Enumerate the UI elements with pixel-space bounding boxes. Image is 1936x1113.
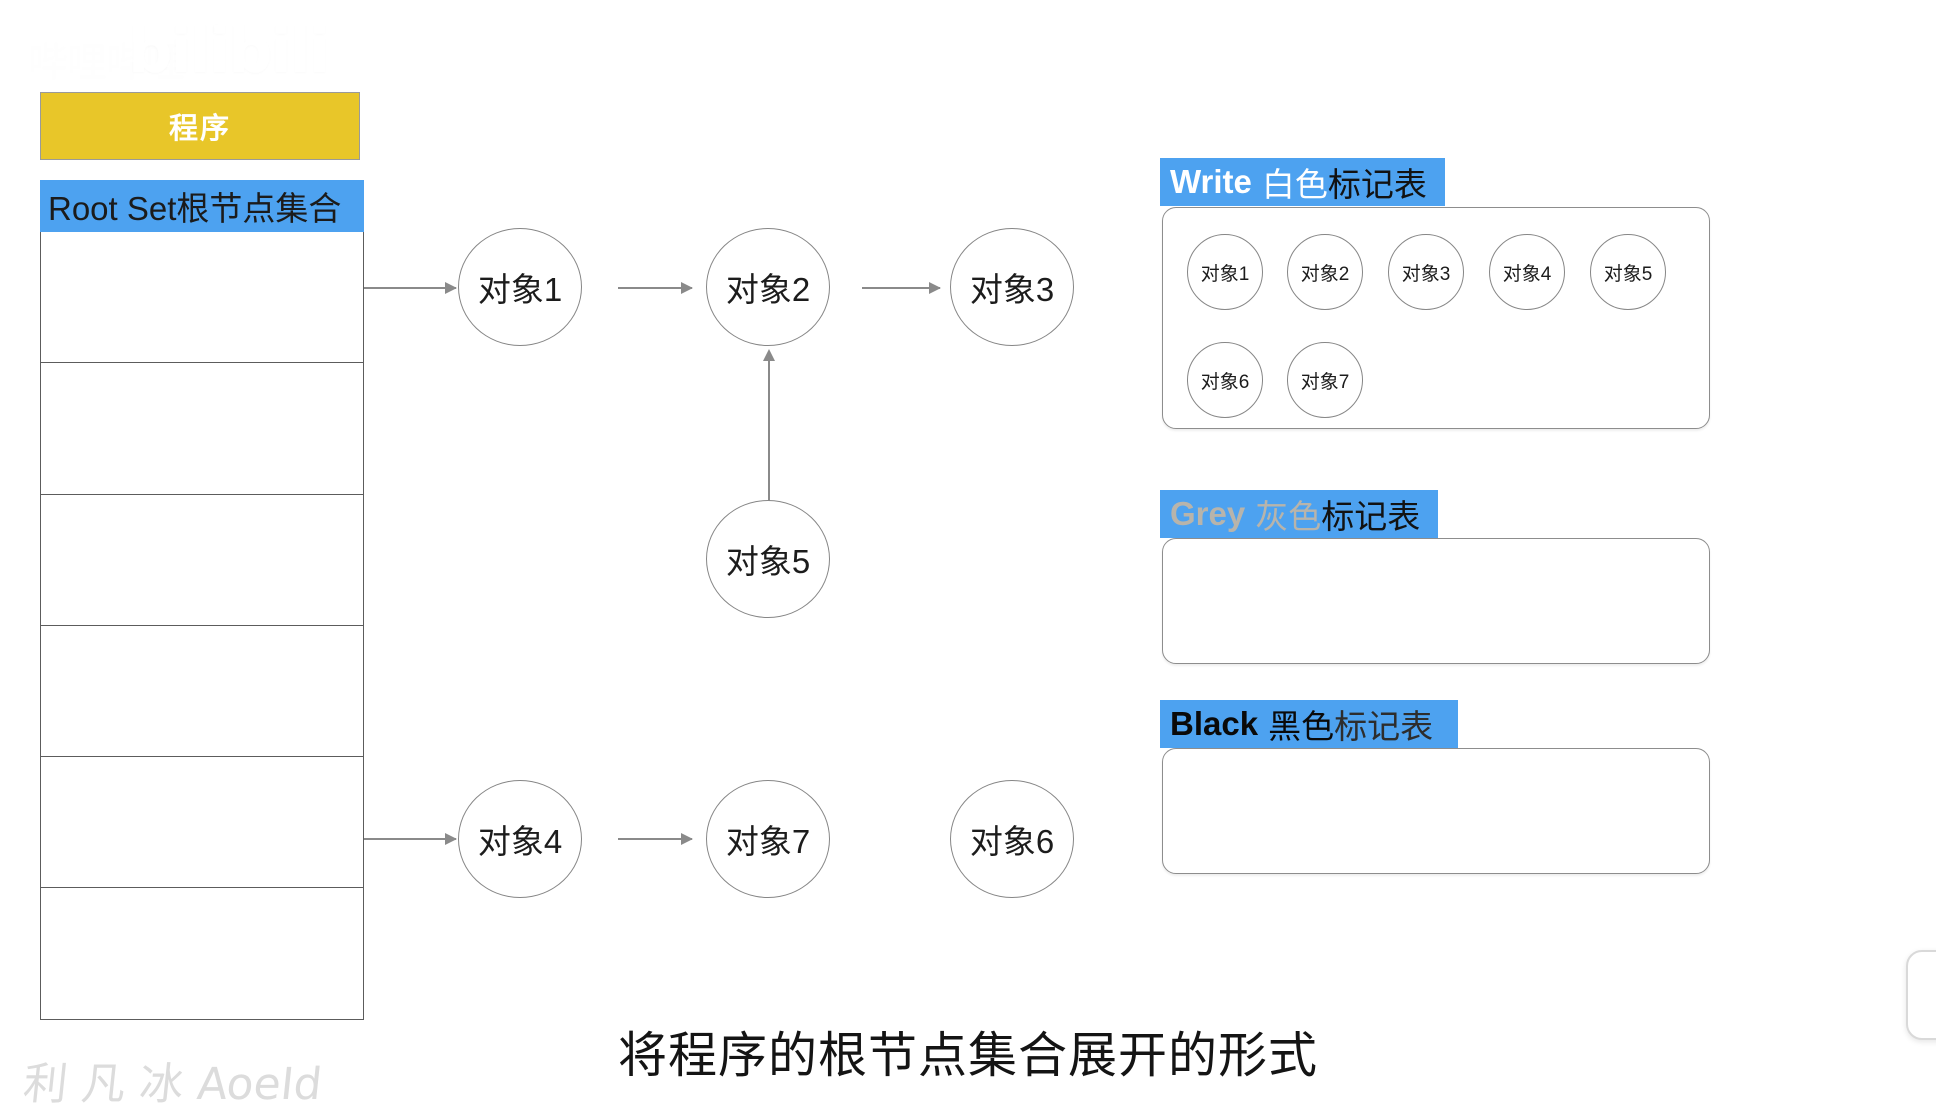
white-chip-obj5[interactable]: 对象5 <box>1590 234 1666 310</box>
white-chip-obj2[interactable]: 对象2 <box>1287 234 1363 310</box>
root-set-table: Root Set根节点集合 <box>40 180 364 1020</box>
black-title-color-zh: 黑色 <box>1268 708 1335 745</box>
grey-title-en: Grey <box>1170 495 1246 532</box>
graph-node-obj3[interactable]: 对象3 <box>950 228 1074 346</box>
graph-node-label: 对象6 <box>969 823 1055 860</box>
black-title-en: Black <box>1170 705 1259 742</box>
white-chip-obj6[interactable]: 对象6 <box>1187 342 1263 418</box>
graph-node-obj5[interactable]: 对象5 <box>706 500 830 618</box>
program-label: 程序 <box>168 113 231 145</box>
white-title-en: Write <box>1170 163 1252 200</box>
root-set-rows <box>40 232 364 1020</box>
graph-node-label: 对象5 <box>725 543 811 580</box>
graph-node-obj7[interactable]: 对象7 <box>706 780 830 898</box>
edge-rootset-to-obj4 <box>364 833 457 845</box>
program-box: 程序 <box>40 92 360 160</box>
graph-node-label: 对象7 <box>725 823 811 860</box>
root-set-header: Root Set根节点集合 <box>40 180 364 232</box>
graph-node-label: 对象1 <box>477 271 563 308</box>
graph-node-obj6[interactable]: 对象6 <box>950 780 1074 898</box>
bilibili-watermark-sub: 哔哩哔哩 <box>28 40 185 86</box>
white-chip-obj7[interactable]: 对象7 <box>1287 342 1363 418</box>
white-chip-obj4[interactable]: 对象4 <box>1489 234 1565 310</box>
bilibili-watermark-logo: 哔哩哔哩 bilibili <box>18 8 330 87</box>
black-mark-table-box <box>1162 748 1710 874</box>
graph-node-label: 对象2 <box>725 271 811 308</box>
white-mark-table-box: 对象1 对象2 对象3 对象4 对象5 对象6 对象7 <box>1162 207 1710 429</box>
graph-node-label: 对象3 <box>969 271 1055 308</box>
table-row <box>41 495 363 626</box>
white-title-rest-zh: 标记表 <box>1327 166 1427 203</box>
grey-title-rest-zh: 标记表 <box>1321 498 1421 535</box>
white-chip-obj3[interactable]: 对象3 <box>1388 234 1464 310</box>
black-title-rest-zh: 标记表 <box>1334 708 1434 745</box>
edge-obj2-to-obj3 <box>862 282 941 294</box>
chip-label: 对象5 <box>1603 263 1653 285</box>
white-chip-obj1[interactable]: 对象1 <box>1187 234 1263 310</box>
chip-label: 对象6 <box>1200 371 1250 393</box>
offscreen-card <box>1906 950 1936 1040</box>
table-row <box>41 232 363 364</box>
grey-title-color-zh: 灰色 <box>1255 498 1322 535</box>
graph-node-obj1[interactable]: 对象1 <box>458 228 582 346</box>
graph-node-obj2[interactable]: 对象2 <box>706 228 830 346</box>
edge-obj5-to-obj2 <box>763 349 775 512</box>
caption: 将程序的根节点集合展开的形式 <box>617 1029 1318 1083</box>
table-row <box>41 888 363 1019</box>
graph-node-obj4[interactable]: 对象4 <box>458 780 582 898</box>
table-row <box>41 363 363 495</box>
edge-obj1-to-obj2 <box>618 282 693 294</box>
edge-obj4-to-obj7 <box>618 833 693 845</box>
graph-node-label: 对象4 <box>477 823 563 860</box>
chip-label: 对象1 <box>1200 263 1250 285</box>
chip-label: 对象4 <box>1502 263 1552 285</box>
grey-mark-table-box <box>1162 538 1710 664</box>
white-title-color-zh: 白色 <box>1261 166 1328 203</box>
table-row <box>41 757 363 889</box>
edge-rootset-to-obj1 <box>364 282 457 294</box>
chip-label: 对象3 <box>1401 263 1451 285</box>
root-set-header-label: Root Set根节点集合 <box>48 190 342 227</box>
bilibili-watermark-text: bilibili <box>128 14 330 87</box>
chip-label: 对象7 <box>1300 371 1350 393</box>
table-row <box>41 626 363 758</box>
chip-label: 对象2 <box>1300 263 1350 285</box>
